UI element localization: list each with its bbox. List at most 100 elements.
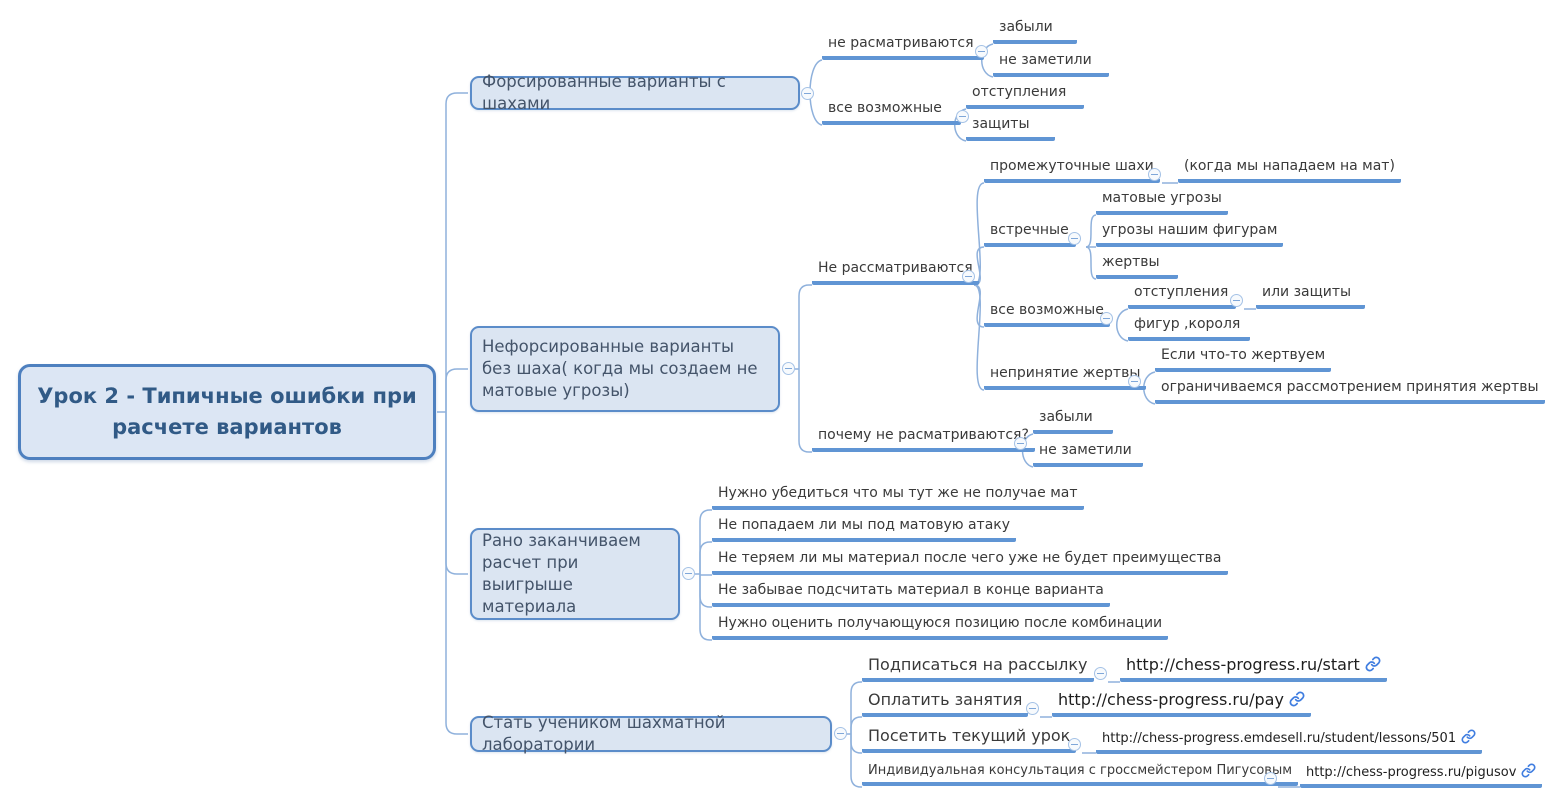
topic-sacrifices[interactable]: жертвы (1096, 253, 1178, 279)
topic-label: фигур ,короля (1134, 316, 1241, 332)
branch-label: Нефорсированные варианты без шаха( когда… (482, 337, 758, 400)
topic-forgot[interactable]: забыли (993, 18, 1077, 44)
topic-consultation-url[interactable]: http://chess-progress.ru/pigusov (1300, 763, 1543, 788)
topic-label: жертвы (1102, 254, 1160, 270)
topic-label: забыли (999, 19, 1053, 35)
link-icon[interactable] (1461, 729, 1476, 747)
root-label: Урок 2 - Типичные ошибки при расчете вар… (37, 384, 417, 439)
topic-mate-attack[interactable]: Не попадаем ли мы под матовую атаку (712, 516, 1017, 542)
collapse-icon[interactable] (1100, 312, 1113, 325)
topic-label: ограничиваемся рассмотрением принятия же… (1161, 379, 1539, 395)
topic-why-not-considered[interactable]: почему не расматриваются? (812, 426, 1035, 452)
branch-node-early-stop[interactable]: Рано заканчиваем расчет при выигрыше мат… (470, 528, 680, 620)
topic-label: отступления (972, 84, 1067, 100)
collapse-icon[interactable] (956, 110, 969, 123)
url-label: http://chess-progress.ru/pay (1058, 690, 1284, 709)
collapse-icon[interactable] (1068, 232, 1081, 245)
collapse-icon[interactable] (1128, 375, 1141, 388)
topic-retreats[interactable]: отступления (966, 83, 1084, 109)
collapse-icon[interactable] (801, 87, 814, 100)
topic-label: все возможные (828, 100, 942, 116)
topic-label: почему не расматриваются? (818, 427, 1029, 443)
collapse-icon[interactable] (834, 727, 847, 740)
topic-label: Посетить текущий урок (868, 726, 1071, 745)
topic-label: непринятие жертвы (990, 365, 1141, 381)
collapse-icon[interactable] (782, 362, 795, 375)
topic-threats-to-our-pieces[interactable]: угрозы нашим фигурам (1096, 221, 1284, 247)
topic-current-lesson-url[interactable]: http://chess-progress.emdesell.ru/studen… (1096, 729, 1483, 754)
topic-label: отступления (1134, 284, 1229, 300)
topic-label: не расматриваются (828, 35, 974, 51)
topic-label: Нужно убедиться что мы тут же не получае… (718, 485, 1078, 501)
topic-subscribe[interactable]: Подписаться на рассылку (862, 654, 1094, 682)
collapse-icon[interactable] (1230, 294, 1243, 307)
link-icon[interactable] (1365, 654, 1381, 675)
topic-pay-url[interactable]: http://chess-progress.ru/pay (1052, 689, 1311, 717)
topic-label: встречные (990, 222, 1069, 238)
topic-material-loss[interactable]: Не теряем ли мы материал после чего уже … (712, 549, 1228, 575)
topic-label: (когда мы нападаем на мат) (1184, 158, 1395, 174)
topic-label: Не забывае подсчитать материал в конце в… (718, 582, 1104, 598)
topic-intermediate-checks[interactable]: промежуточные шахи (984, 157, 1160, 183)
topic-label: защиты (972, 116, 1030, 132)
topic-label: или защиты (1262, 284, 1352, 300)
topic-label: Подписаться на рассылку (868, 655, 1088, 674)
topic-label: все возможные (990, 302, 1104, 318)
topic-count-material[interactable]: Не забывае подсчитать материал в конце в… (712, 581, 1110, 607)
topic-pay[interactable]: Оплатить занятия (862, 689, 1029, 717)
topic-label: матовые угрозы (1102, 190, 1222, 206)
topic-when-attacking-mate[interactable]: (когда мы нападаем на мат) (1178, 157, 1401, 183)
branch-node-unforced-variants[interactable]: Нефорсированные варианты без шаха( когда… (470, 326, 780, 412)
collapse-icon[interactable] (682, 567, 695, 580)
topic-current-lesson[interactable]: Посетить текущий урок (862, 725, 1077, 753)
topic-counter[interactable]: встречные (984, 221, 1076, 247)
topic-mate-threats[interactable]: матовые угрозы (1096, 189, 1228, 215)
collapse-icon[interactable] (1094, 667, 1107, 680)
topic-check-no-mate[interactable]: Нужно убедиться что мы тут же не получае… (712, 484, 1084, 510)
topic-label: Не рассматриваются (818, 260, 973, 276)
topic-label: не заметили (1039, 442, 1132, 458)
topic-retreats-2[interactable]: отступления (1128, 283, 1236, 309)
url-label: http://chess-progress.ru/start (1126, 655, 1360, 674)
topic-all-possible[interactable]: все возможные (822, 99, 961, 125)
collapse-icon[interactable] (1068, 738, 1081, 751)
url-label: http://chess-progress.emdesell.ru/studen… (1102, 731, 1457, 746)
topic-not-considered[interactable]: не расматриваются (822, 34, 984, 60)
topic-forgot-2[interactable]: забыли (1033, 408, 1113, 434)
topic-did-not-notice[interactable]: не заметили (993, 51, 1109, 77)
collapse-icon[interactable] (1148, 168, 1161, 181)
branch-node-become-student[interactable]: Стать учеником шахматной лаборатории (470, 713, 832, 754)
topic-label: Если что-то жертвуем (1161, 347, 1326, 363)
branch-node-forced-variants[interactable]: Форсированные варианты с шахами (470, 72, 800, 113)
topic-defenses[interactable]: защиты (966, 115, 1055, 141)
topic-label: Нужно оценить получающуюся позицию после… (718, 615, 1163, 631)
link-icon[interactable] (1521, 763, 1536, 781)
collapse-icon[interactable] (1264, 772, 1277, 785)
topic-all-possible-2[interactable]: все возможные (984, 301, 1110, 327)
topic-label: Не попадаем ли мы под матовую атаку (718, 517, 1011, 533)
collapse-icon[interactable] (975, 45, 988, 58)
topic-label: угрозы нашим фигурам (1102, 222, 1278, 238)
topic-sacrifice-refusal[interactable]: непринятие жертвы (984, 364, 1147, 390)
topic-limit-to-acceptance[interactable]: ограничиваемся рассмотрением принятия же… (1155, 378, 1545, 404)
topic-label: Не теряем ли мы материал после чего уже … (718, 550, 1222, 566)
topic-subscribe-url[interactable]: http://chess-progress.ru/start (1120, 654, 1387, 682)
link-icon[interactable] (1289, 689, 1305, 710)
collapse-icon[interactable] (1026, 702, 1039, 715)
branch-label: Рано заканчиваем расчет при выигрыше мат… (482, 531, 641, 616)
collapse-icon[interactable] (1014, 437, 1027, 450)
topic-label: Индивидуальная консультация с гроссмейст… (868, 763, 1293, 778)
topic-if-sacrificing[interactable]: Если что-то жертвуем (1155, 346, 1332, 372)
topic-pieces-king[interactable]: фигур ,короля (1128, 315, 1250, 341)
root-node[interactable]: Урок 2 - Типичные ошибки при расчете вар… (18, 364, 436, 460)
topic-did-not-notice-2[interactable]: не заметили (1033, 441, 1143, 467)
topic-label: забыли (1039, 409, 1093, 425)
topic-or-defenses[interactable]: или защиты (1256, 283, 1365, 309)
topic-not-considered-2[interactable]: Не рассматриваются (812, 259, 979, 285)
branch-label: Стать учеником шахматной лаборатории (482, 713, 726, 754)
topic-evaluate-position[interactable]: Нужно оценить получающуюся позицию после… (712, 614, 1169, 640)
collapse-icon[interactable] (962, 270, 975, 283)
topic-consultation[interactable]: Индивидуальная консультация с гроссмейст… (862, 762, 1299, 786)
topic-label: не заметили (999, 52, 1092, 68)
